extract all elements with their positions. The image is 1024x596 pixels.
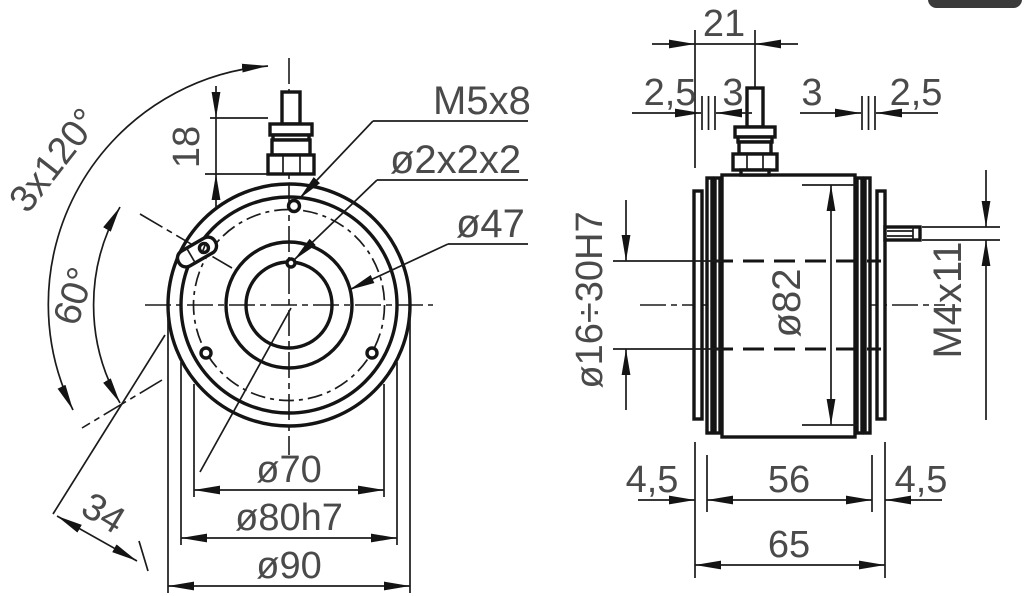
dim-d80h7: ø80h7: [180, 362, 398, 545]
keyway-groove: [285, 257, 297, 269]
terminal-side: [731, 86, 779, 177]
side-view: 21 2,5 3 3 2,5: [569, 3, 1000, 578]
label-2-5-left: 2,5: [644, 72, 697, 114]
label-4-5-right: 4,5: [895, 459, 948, 501]
dim-bore-range: ø16÷30H7: [569, 200, 722, 410]
dim-d82: ø82: [765, 184, 858, 426]
label-21: 21: [703, 3, 745, 45]
label-m5x8: M5x8: [433, 79, 531, 123]
terminal-block: [270, 138, 312, 157]
release-lug: [175, 235, 219, 269]
terminal-base-step: [739, 168, 771, 177]
leader-groove: ø2x2x2: [293, 138, 528, 261]
right-inner-plate-2: [863, 176, 872, 435]
dim-34: 34: [52, 334, 166, 572]
mounting-hole-left: [199, 346, 213, 360]
leader-d47: ø47: [348, 202, 528, 291]
left-outer-plate: [692, 189, 704, 421]
label-34: 34: [74, 485, 132, 543]
label-m4x11: M4x11: [926, 241, 970, 358]
terminal-stud: [745, 86, 765, 129]
dim-21: 21: [652, 3, 798, 168]
label-d47: ø47: [456, 202, 525, 246]
label-56: 56: [768, 459, 810, 501]
dim-18: 18: [166, 86, 268, 208]
right-outer-plate: [875, 189, 887, 421]
label-d82: ø82: [765, 269, 809, 338]
label-3x120: 3x120°: [1, 101, 107, 220]
mounting-hole-right: [365, 346, 379, 360]
label-d90: ø90: [256, 545, 321, 587]
label-3-right: 3: [801, 72, 822, 114]
left-inner-plate-2: [713, 176, 722, 435]
lug-body: [175, 235, 219, 269]
left-inner-plate-1: [705, 176, 714, 435]
label-d70: ø70: [256, 449, 321, 491]
label-bore-range: ø16÷30H7: [569, 211, 611, 388]
front-view: 3x120° 60° 18 34: [1, 58, 531, 593]
label-d80h7: ø80h7: [235, 497, 343, 539]
mounting-hole-top: [286, 198, 302, 214]
label-groove: ø2x2x2: [390, 138, 521, 182]
label-65: 65: [768, 524, 810, 566]
right-inner-plate-1: [855, 176, 864, 435]
terminal-hex-base: [731, 152, 779, 172]
dim-d90: ø90: [167, 310, 411, 593]
arc-60deg: [92, 206, 121, 404]
terminal-hex-base: [266, 153, 316, 176]
dim-d70: ø70: [193, 384, 385, 497]
cropped-ui-tab[interactable]: [928, 0, 1022, 8]
label-2-5-right: 2,5: [890, 72, 943, 114]
label-4-5-left: 4,5: [626, 459, 679, 501]
arc-3x120: [47, 63, 269, 411]
m4-stud: [883, 225, 922, 242]
leader-m5x8: M5x8: [298, 79, 531, 200]
label-3-left: 3: [722, 72, 743, 114]
terminal-stud: [280, 90, 302, 126]
dim-bottom: 4,5 56 4,5 65: [626, 442, 948, 578]
terminal-block: [737, 140, 773, 156]
terminal-front: [266, 90, 316, 176]
label-18: 18: [166, 126, 208, 168]
dim-m4x11: M4x11: [922, 170, 1000, 420]
dim-plate-row: 2,5 3 3 2,5: [632, 72, 942, 130]
